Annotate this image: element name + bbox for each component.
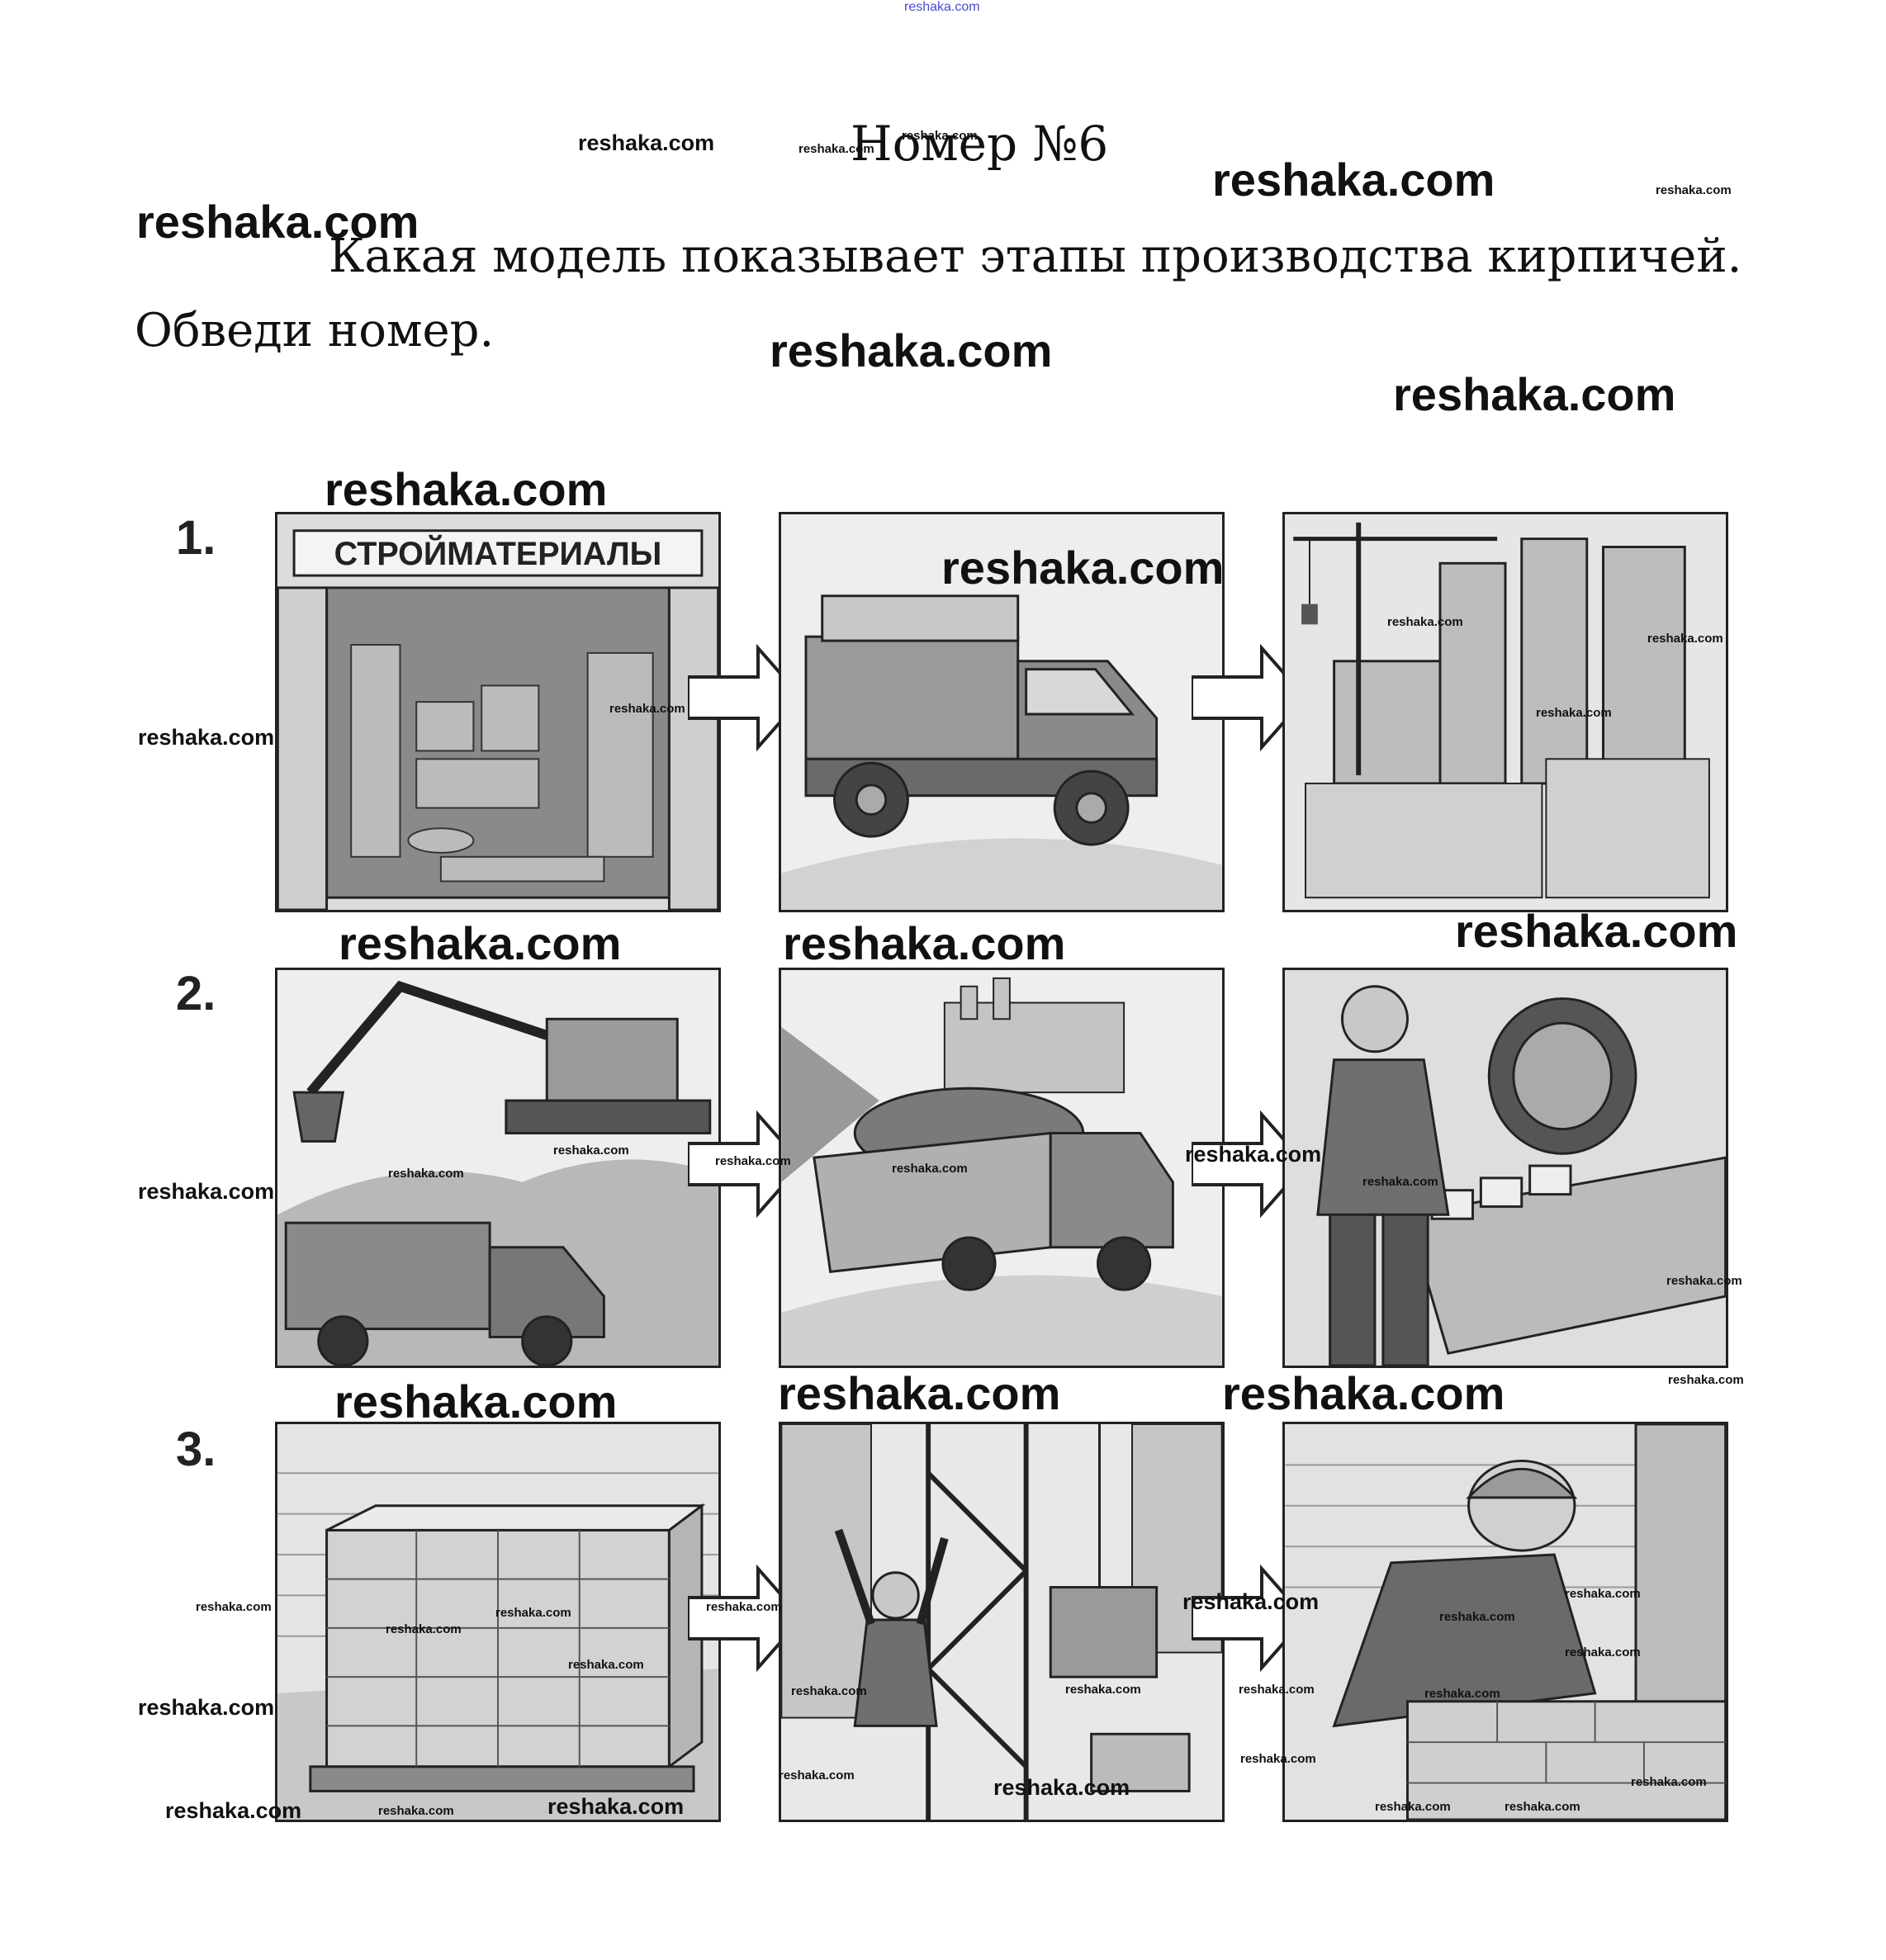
watermark: reshaka.com bbox=[138, 1179, 275, 1204]
watermark: reshaka.com bbox=[325, 463, 608, 515]
watermark: reshaka.com bbox=[1536, 706, 1612, 720]
row-number-1[interactable]: 1. bbox=[176, 511, 216, 565]
store-sign: СТРОЙМАТЕРИАЛЫ bbox=[334, 535, 662, 572]
kiln-illustration bbox=[1285, 970, 1726, 1366]
watermark: reshaka.com bbox=[1424, 1687, 1500, 1701]
watermark: reshaka.com bbox=[791, 1684, 867, 1698]
row-number-3[interactable]: 3. bbox=[176, 1423, 216, 1476]
dump-truck-illustration bbox=[781, 970, 1222, 1366]
watermark: reshaka.com bbox=[993, 1775, 1130, 1800]
watermark: reshaka.com bbox=[578, 130, 715, 155]
watermark: reshaka.com bbox=[138, 1695, 275, 1720]
watermark: reshaka.com bbox=[378, 1804, 454, 1818]
bricklayer-illustration bbox=[1285, 1424, 1726, 1820]
watermark: reshaka.com bbox=[1439, 1610, 1515, 1624]
watermark: reshaka.com bbox=[568, 1658, 644, 1672]
panel-building-construction bbox=[1282, 512, 1728, 912]
watermark: reshaka.com bbox=[1393, 368, 1676, 420]
watermark: reshaka.com bbox=[779, 1768, 855, 1782]
watermark: reshaka.com bbox=[1666, 1274, 1742, 1288]
watermark: reshaka.com bbox=[798, 142, 874, 156]
watermark: reshaka.com bbox=[495, 1606, 571, 1620]
watermark: reshaka.com bbox=[1212, 154, 1495, 206]
watermark: reshaka.com bbox=[1505, 1800, 1580, 1814]
watermark: reshaka.com bbox=[1565, 1645, 1641, 1659]
construction-illustration bbox=[1285, 514, 1726, 910]
question-text: Какая модель показывает этапы производст… bbox=[329, 230, 1742, 283]
watermark: reshaka.com bbox=[609, 702, 685, 716]
watermark: reshaka.com bbox=[1239, 1683, 1315, 1697]
watermark: reshaka.com bbox=[715, 1154, 791, 1168]
watermark-top: reshaka.com bbox=[904, 0, 980, 14]
watermark: reshaka.com bbox=[1240, 1752, 1316, 1766]
panel-excavator-loading-clay bbox=[275, 968, 721, 1368]
page-title: Номер №6 bbox=[851, 116, 1109, 172]
watermark: reshaka.com bbox=[1668, 1373, 1744, 1387]
watermark: reshaka.com bbox=[547, 1794, 685, 1819]
panel-pallet-of-bricks bbox=[275, 1422, 721, 1822]
watermark: reshaka.com bbox=[778, 1367, 1061, 1419]
watermark: reshaka.com bbox=[1185, 1142, 1322, 1167]
crane-illustration bbox=[781, 1424, 1222, 1820]
panel-bricklayer-at-work bbox=[1282, 1422, 1728, 1822]
watermark: reshaka.com bbox=[770, 324, 1053, 376]
watermark: reshaka.com bbox=[941, 542, 1225, 594]
instruction-text: Обведи номер. bbox=[135, 304, 495, 357]
watermark: reshaka.com bbox=[1565, 1587, 1641, 1601]
watermark: reshaka.com bbox=[783, 917, 1066, 969]
panel-truck-with-bricks bbox=[779, 512, 1225, 912]
panel-worker-at-brick-kiln bbox=[1282, 968, 1728, 1368]
watermark: reshaka.com bbox=[902, 129, 978, 143]
watermark: reshaka.com bbox=[1455, 905, 1738, 957]
pallet-illustration bbox=[277, 1424, 718, 1820]
watermark: reshaka.com bbox=[1375, 1800, 1451, 1814]
watermark: reshaka.com bbox=[136, 196, 419, 248]
watermark: reshaka.com bbox=[334, 1375, 618, 1427]
excavator-illustration bbox=[277, 970, 718, 1366]
store-illustration: СТРОЙМАТЕРИАЛЫ bbox=[277, 514, 718, 910]
truck-illustration bbox=[781, 514, 1222, 910]
watermark: reshaka.com bbox=[1362, 1175, 1438, 1189]
watermark: reshaka.com bbox=[892, 1162, 968, 1176]
watermark: reshaka.com bbox=[196, 1600, 272, 1614]
watermark: reshaka.com bbox=[1222, 1367, 1505, 1419]
watermark: reshaka.com bbox=[1387, 615, 1463, 629]
watermark: reshaka.com bbox=[706, 1600, 782, 1614]
panel-dump-truck-to-factory bbox=[779, 968, 1225, 1368]
watermark: reshaka.com bbox=[1631, 1775, 1707, 1789]
watermark: reshaka.com bbox=[1647, 632, 1723, 646]
watermark: reshaka.com bbox=[388, 1167, 464, 1181]
watermark: reshaka.com bbox=[553, 1143, 629, 1158]
watermark: reshaka.com bbox=[1065, 1683, 1141, 1697]
watermark: reshaka.com bbox=[165, 1798, 302, 1823]
watermark: reshaka.com bbox=[339, 917, 622, 969]
row-number-2[interactable]: 2. bbox=[176, 967, 216, 1020]
watermark: reshaka.com bbox=[1656, 183, 1732, 197]
panel-crane-lifting-bricks bbox=[779, 1422, 1225, 1822]
panel-building-materials-store: СТРОЙМАТЕРИАЛЫ bbox=[275, 512, 721, 912]
watermark: reshaka.com bbox=[138, 725, 275, 750]
watermark: reshaka.com bbox=[1182, 1589, 1320, 1614]
watermark: reshaka.com bbox=[386, 1622, 462, 1636]
